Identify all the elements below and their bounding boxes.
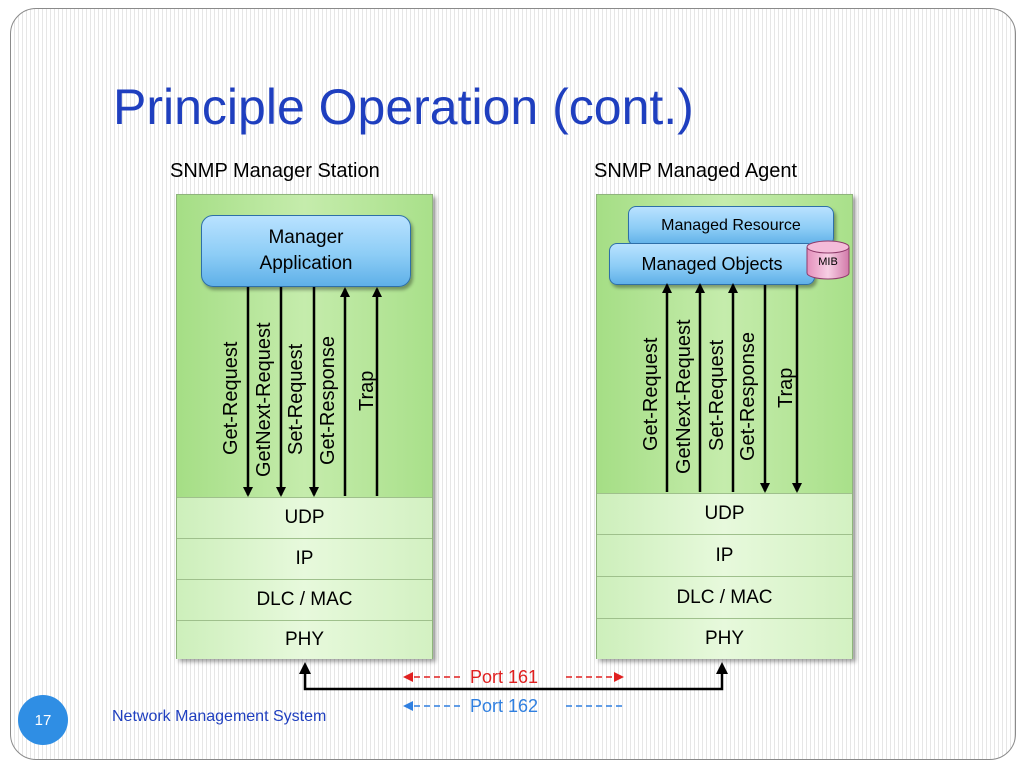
manager-app-line1: Manager (268, 227, 344, 248)
agent-station-label: SNMP Managed Agent (594, 160, 798, 182)
agent-layer-ip: IP (597, 534, 852, 576)
footer-text: Network Management System (112, 708, 327, 725)
agent-layer-udp: UDP (597, 493, 852, 534)
slide-title: Principle Operation (cont.) (113, 79, 694, 135)
manager-layer-phy: PHY (177, 620, 432, 659)
manager-layer-ip: IP (177, 538, 432, 579)
manager-layer-udp: UDP (177, 497, 432, 538)
agent-layer-dlc-mac: DLC / MAC (597, 576, 852, 618)
physical-link-line (303, 668, 724, 691)
mib-label: MIB (818, 256, 838, 268)
agent-layer-phy: PHY (597, 618, 852, 659)
mib-cylinder-icon (806, 240, 850, 280)
manager-layer-dlc-mac: DLC / MAC (177, 579, 432, 620)
page-number-badge: 17 (18, 695, 68, 745)
port-162-label: Port 162 (470, 696, 539, 716)
manager-application-box: Manager Application (201, 215, 411, 287)
port-161-label: Port 161 (470, 667, 539, 687)
managed-objects-box: Managed Objects (609, 243, 815, 285)
manager-station-label: SNMP Manager Station (170, 160, 380, 182)
manager-app-line2: Application (259, 253, 353, 274)
managed-resource-box: Managed Resource (628, 206, 834, 246)
